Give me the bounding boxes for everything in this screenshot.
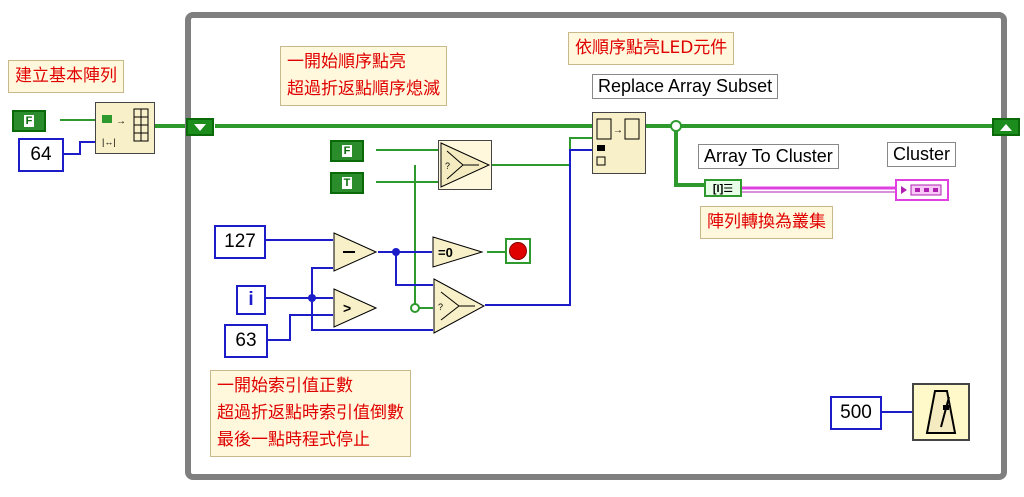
subtract-node[interactable] (333, 232, 378, 272)
label-replace-array-subset: Replace Array Subset (592, 74, 779, 99)
wire-i-sel (311, 298, 433, 331)
note-light-led: 依順序點亮LED元件 (568, 32, 735, 65)
stop-icon (509, 242, 527, 260)
cluster-icon (901, 184, 942, 196)
svg-text:?: ? (438, 302, 443, 312)
svg-text:→: → (116, 116, 126, 127)
svg-text:→: → (613, 125, 623, 136)
wire-size (64, 141, 95, 155)
metronome-icon (925, 390, 957, 434)
max-index-constant[interactable]: 127 (214, 225, 266, 259)
equal-zero-icon: =0 (432, 236, 484, 268)
svg-text:>: > (343, 300, 351, 316)
replace-array-subset-node[interactable]: → (592, 112, 646, 174)
array-size-constant[interactable]: 64 (18, 138, 64, 172)
note-index: 一開始索引值正數 超過折返點時索引值倒數 最後一點時程式停止 (210, 370, 411, 457)
svg-text:?: ? (445, 161, 450, 171)
bool-true-constant[interactable]: T (330, 172, 364, 194)
wire-index (485, 149, 592, 306)
while-loop-frame (185, 12, 1007, 480)
svg-text:|↔|: |↔| (102, 137, 116, 147)
wait-ms-constant[interactable]: 500 (830, 396, 882, 430)
greater-than-node[interactable]: > (333, 288, 378, 328)
wire-junction (392, 248, 400, 256)
select-node-index[interactable]: ? (433, 278, 486, 334)
array-to-cluster-icon: [I]☰ (712, 182, 734, 195)
shift-register-left (186, 118, 214, 136)
greater-than-icon: > (333, 288, 378, 328)
label-array-to-cluster: Array To Cluster (698, 144, 839, 169)
array-to-cluster-node[interactable]: [I]☰ (704, 179, 742, 197)
stop-condition-terminal[interactable] (505, 238, 531, 264)
select-node-bool[interactable]: ? (438, 140, 492, 190)
label-cluster: Cluster (887, 142, 957, 167)
wire-i-sub (311, 267, 333, 298)
shift-register-right (992, 118, 1020, 136)
replace-array-subset-icon: → (596, 118, 640, 166)
wire-junction (670, 120, 682, 132)
wire-to-cluster (674, 126, 704, 187)
initialize-array-node[interactable]: →|↔| (95, 102, 155, 154)
note-build-array: 建立基本陣列 (8, 60, 124, 93)
select-icon: ? (440, 142, 491, 188)
cluster-indicator[interactable] (895, 179, 949, 201)
note-sequence: 一開始順序點亮 超過折返點順序熄滅 (280, 46, 447, 106)
wire-junction (410, 303, 420, 313)
initialize-array-icon: →|↔| (102, 108, 149, 147)
wait-ms-node[interactable] (912, 383, 970, 441)
wire-junction (308, 294, 316, 302)
svg-text:=0: =0 (438, 245, 453, 260)
subtract-icon (333, 232, 378, 272)
wire-sub-sel (395, 252, 433, 286)
note-to-cluster: 陣列轉換為叢集 (700, 206, 833, 239)
bool-false-constant[interactable]: F (330, 140, 364, 162)
equal-zero-node[interactable]: =0 (432, 236, 484, 268)
select-icon: ? (433, 278, 486, 334)
bool-false-constant[interactable]: F (12, 110, 46, 132)
turn-point-constant[interactable]: 63 (224, 324, 268, 358)
iteration-terminal: i (236, 285, 266, 315)
